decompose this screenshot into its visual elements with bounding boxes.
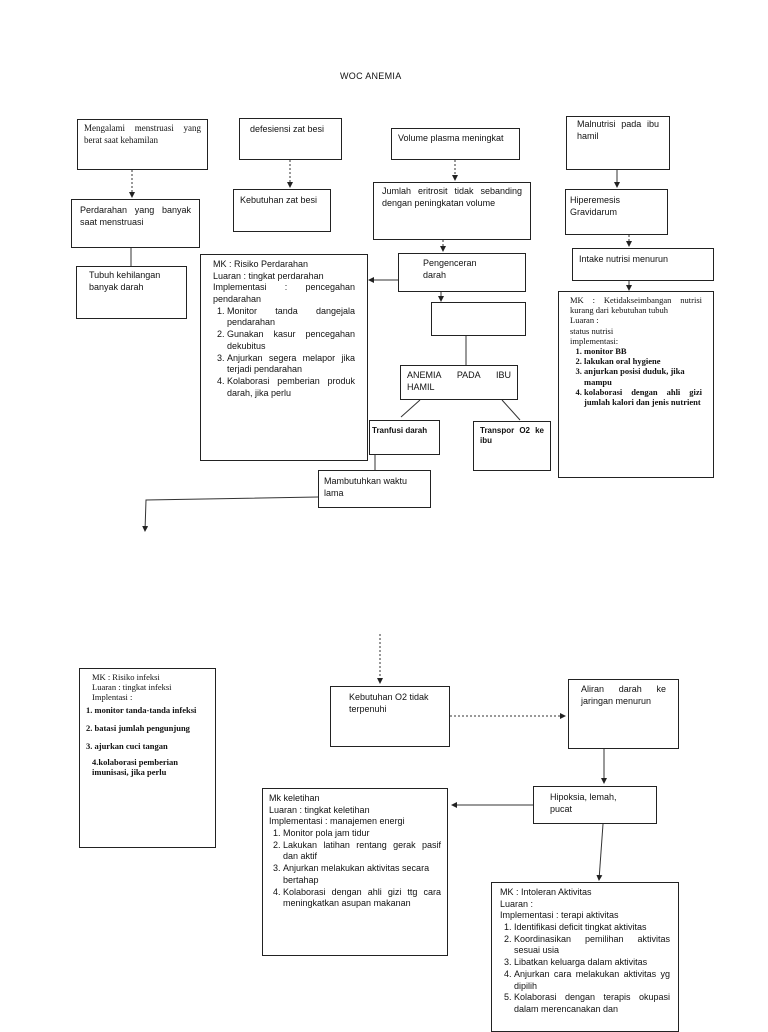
node-malnutrisi: Malnutrisi pada ibu hamil — [566, 116, 670, 170]
mk-risiko-infeksi: MK : Risiko infeksi Luaran : tingkat inf… — [79, 668, 216, 848]
mk-keletihan-item: Monitor pola jam tidur — [283, 828, 441, 840]
mk-keletihan-luaran: Luaran : tingkat keletihan — [269, 804, 370, 815]
mk-ketidakseimbangan-nutrisi: MK : Ketidakseimbangan nutrisi kurang da… — [558, 291, 714, 478]
mk-infeksi-impl: Implentasi : — [92, 692, 133, 703]
node-menstruasi: Mengalami menstruasi yang berat saat keh… — [77, 119, 208, 170]
node-defesiensi: defesiensi zat besi — [239, 118, 342, 160]
mk-perdarahan-item: Kolaborasi pemberian produk darah, jika … — [227, 376, 355, 399]
node-aliran: Aliran darah ke jaringan menurun — [568, 679, 679, 749]
mk-perdarahan-impl: Implementasi : pencegahan pendarahan — [213, 282, 355, 305]
mk-nutrisi-luaran-label: Luaran : — [570, 315, 599, 326]
mk-nutrisi-title: MK : Ketidakseimbangan nutrisi kurang da… — [570, 295, 702, 316]
mk-nutrisi-item: lakukan oral hygiene — [584, 356, 702, 366]
node-perdarahan: Perdarahan yang banyak saat menstruasi — [71, 199, 200, 248]
node-tubuh: Tubuh kehilangan banyak darah — [76, 266, 187, 319]
node-pengenceran: Pengenceran darah — [398, 253, 526, 292]
mk-intoleran-item: Anjurkan cara melakukan aktivitas yg dip… — [514, 969, 670, 992]
mk-nutrisi-item: monitor BB — [584, 346, 702, 356]
mk-keletihan-title: Mk keletihan — [269, 793, 320, 803]
mk-infeksi-item: 3. ajurkan cuci tangan — [86, 740, 168, 751]
node-kebutuhan-o2: Kebutuhan O2 tidak terpenuhi — [330, 686, 450, 747]
mk-infeksi-item: 4.kolaborasi pemberian imunisasi, jika p… — [92, 757, 178, 778]
mk-intoleran-item: Libatkan keluarga dalam aktivitas — [514, 957, 670, 969]
node-volume: Volume plasma meningkat — [391, 128, 520, 160]
node-eritrosit: Jumlah eritrosit tidak sebanding dengan … — [373, 182, 531, 240]
node-anemia: ANEMIA PADA IBU HAMIL — [400, 365, 518, 400]
mk-keletihan: Mk keletihan Luaran : tingkat keletihan … — [262, 788, 448, 956]
mk-infeksi-title: MK : Risiko infeksi — [92, 672, 160, 682]
line-anemia-transpor — [501, 399, 521, 421]
diagram-title: WOC ANEMIA — [340, 71, 402, 81]
mk-nutrisi-luaran: status nutrisi — [570, 325, 614, 336]
mk-nutrisi-item: kolaborasi dengan ahli gizi jumlah kalor… — [584, 387, 702, 407]
node-kebutuhan-besi: Kebutuhan zat besi — [233, 189, 331, 232]
node-hiperemesis: Hiperemesis Gravidarum — [565, 189, 668, 235]
mk-intoleran-item: Identifikasi deficit tingkat aktivitas — [514, 922, 670, 934]
node-transpor: Transpor O2 ke ibu — [473, 421, 551, 471]
mk-infeksi-item: 2. batasi jumlah pengunjung — [86, 722, 190, 733]
mk-intoleran-aktivitas: MK : Intoleran Aktivitas Luaran : Implem… — [491, 882, 679, 1032]
mk-intoleran-impl: Implementasi : terapi aktivitas — [500, 910, 619, 921]
mk-infeksi-item: 1. monitor tanda-tanda infeksi — [86, 704, 197, 715]
mk-perdarahan-item: Monitor tanda dangejala pendarahan — [227, 306, 355, 329]
mk-keletihan-impl: Implementasi : manajemen energi — [269, 816, 405, 827]
mk-perdarahan-item: Gunakan kasur pencegahan dekubitus — [227, 329, 355, 352]
mk-keletihan-item: Lakukan latihan rentang gerak pasif dan … — [283, 840, 441, 863]
mk-nutrisi-item: anjurkan posisi duduk, jika mampu — [584, 366, 702, 386]
mk-perdarahan-luaran: Luaran : tingkat perdarahan — [213, 270, 324, 281]
arrow-waktu-left — [142, 496, 319, 532]
line-anemia-tranfusi — [400, 399, 421, 418]
node-waktu: Mambutuhkan waktu lama — [318, 470, 431, 508]
node-hipoksia: Hipoksia, lemah, pucat — [533, 786, 657, 824]
mk-keletihan-item: Anjurkan melakukan aktivitas secara bert… — [283, 863, 441, 886]
mk-intoleran-luaran: Luaran : — [500, 898, 534, 909]
mk-intoleran-item: Koordinasikan pemilihan aktivitas sesuai… — [514, 934, 670, 957]
mk-perdarahan-title: MK : Risiko Perdarahan — [213, 259, 309, 269]
node-empty — [431, 302, 526, 336]
node-tranfusi: Tranfusi darah — [369, 420, 440, 455]
mk-risiko-perdarahan: MK : Risiko Perdarahan Luaran : tingkat … — [200, 254, 368, 461]
mk-intoleran-item: Kolaborasi dengan terapis okupasi dalam … — [514, 992, 670, 1015]
mk-keletihan-item: Kolaborasi dengan ahli gizi ttg cara men… — [283, 887, 441, 910]
node-intake: Intake nutrisi menurun — [572, 248, 714, 281]
arrow-hipoksia-intoleran — [596, 823, 604, 881]
mk-perdarahan-item: Anjurkan segera melapor jika terjadi pen… — [227, 353, 355, 376]
mk-nutrisi-impl: implementasi: — [570, 335, 619, 346]
mk-intoleran-title: MK : Intoleran Aktivitas — [500, 887, 592, 897]
mk-infeksi-luaran: Luaran : tingkat infeksi — [92, 682, 172, 693]
